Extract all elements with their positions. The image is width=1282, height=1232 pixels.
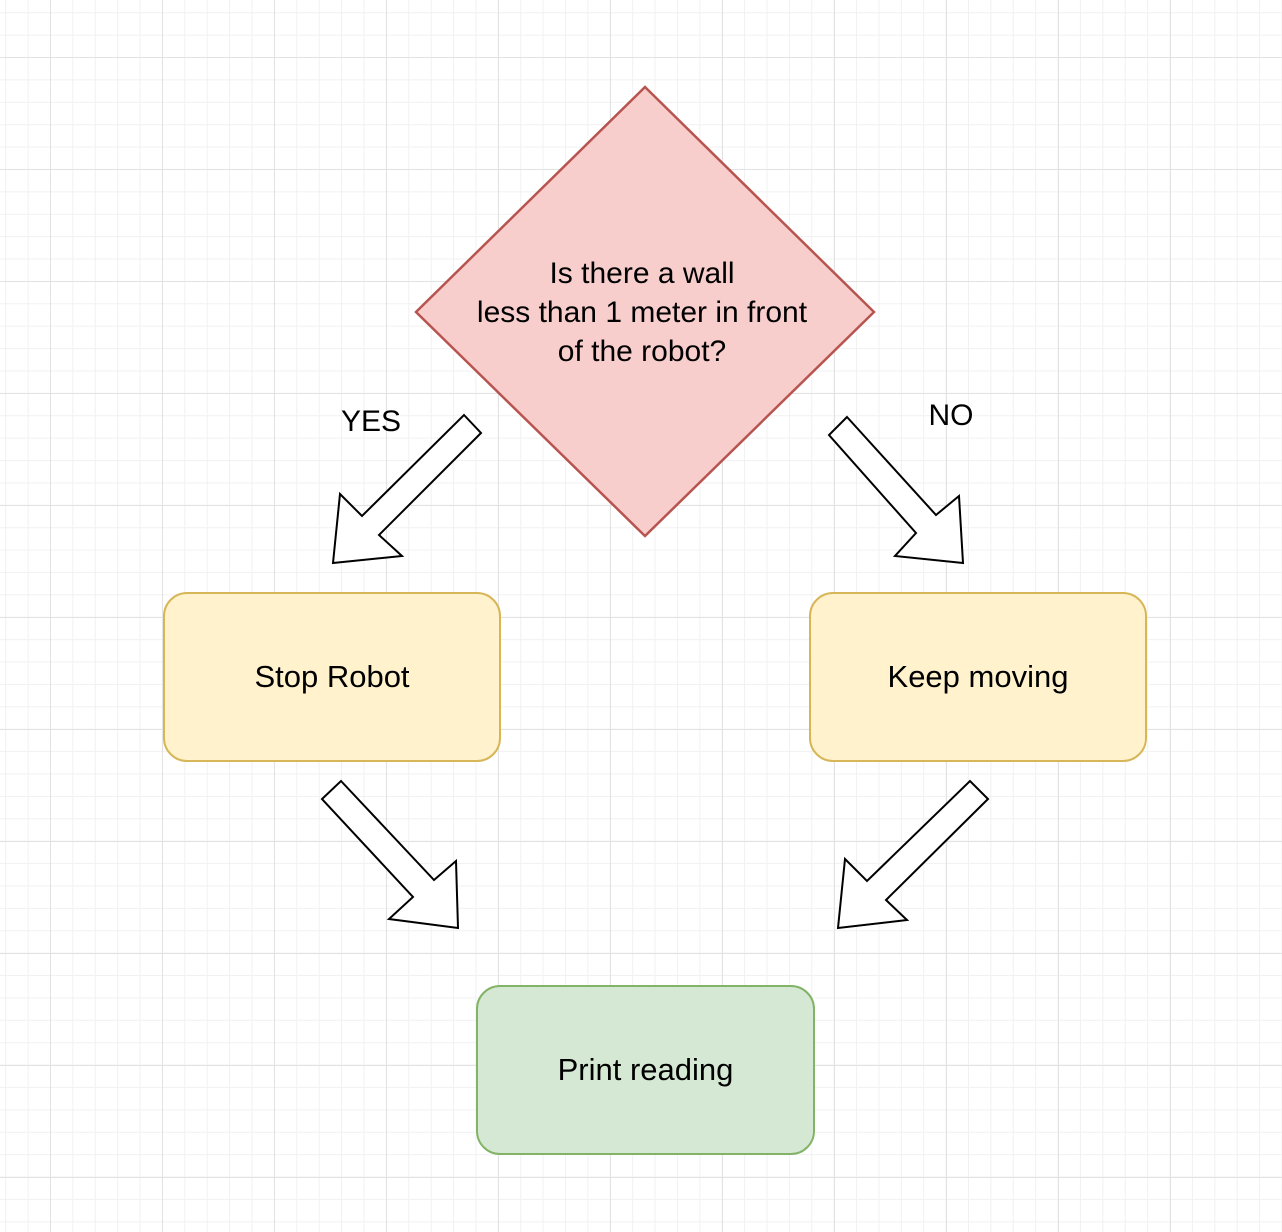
keep-to-print-arrow[interactable] <box>836 779 990 930</box>
decision-line-3: of the robot? <box>557 335 727 368</box>
decision-line-1: Is there a wall <box>549 257 735 290</box>
keep-moving-node[interactable]: Keep moving <box>809 592 1147 762</box>
keep-moving-label: Keep moving <box>887 659 1069 694</box>
decision-text: Is there a wall less than 1 meter in fro… <box>442 254 842 371</box>
print-reading-label: Print reading <box>557 1052 734 1087</box>
stop-robot-label: Stop Robot <box>254 659 410 694</box>
yes-arrow[interactable] <box>331 413 483 565</box>
stop-to-print-arrow[interactable] <box>320 779 460 930</box>
print-reading-node[interactable]: Print reading <box>476 985 815 1155</box>
no-arrow[interactable] <box>827 415 965 565</box>
no-label: NO <box>928 399 974 432</box>
stop-robot-node[interactable]: Stop Robot <box>163 592 501 762</box>
decision-line-2: less than 1 meter in front <box>476 296 808 329</box>
yes-label: YES <box>340 405 402 438</box>
decision-diamond[interactable] <box>414 85 876 538</box>
